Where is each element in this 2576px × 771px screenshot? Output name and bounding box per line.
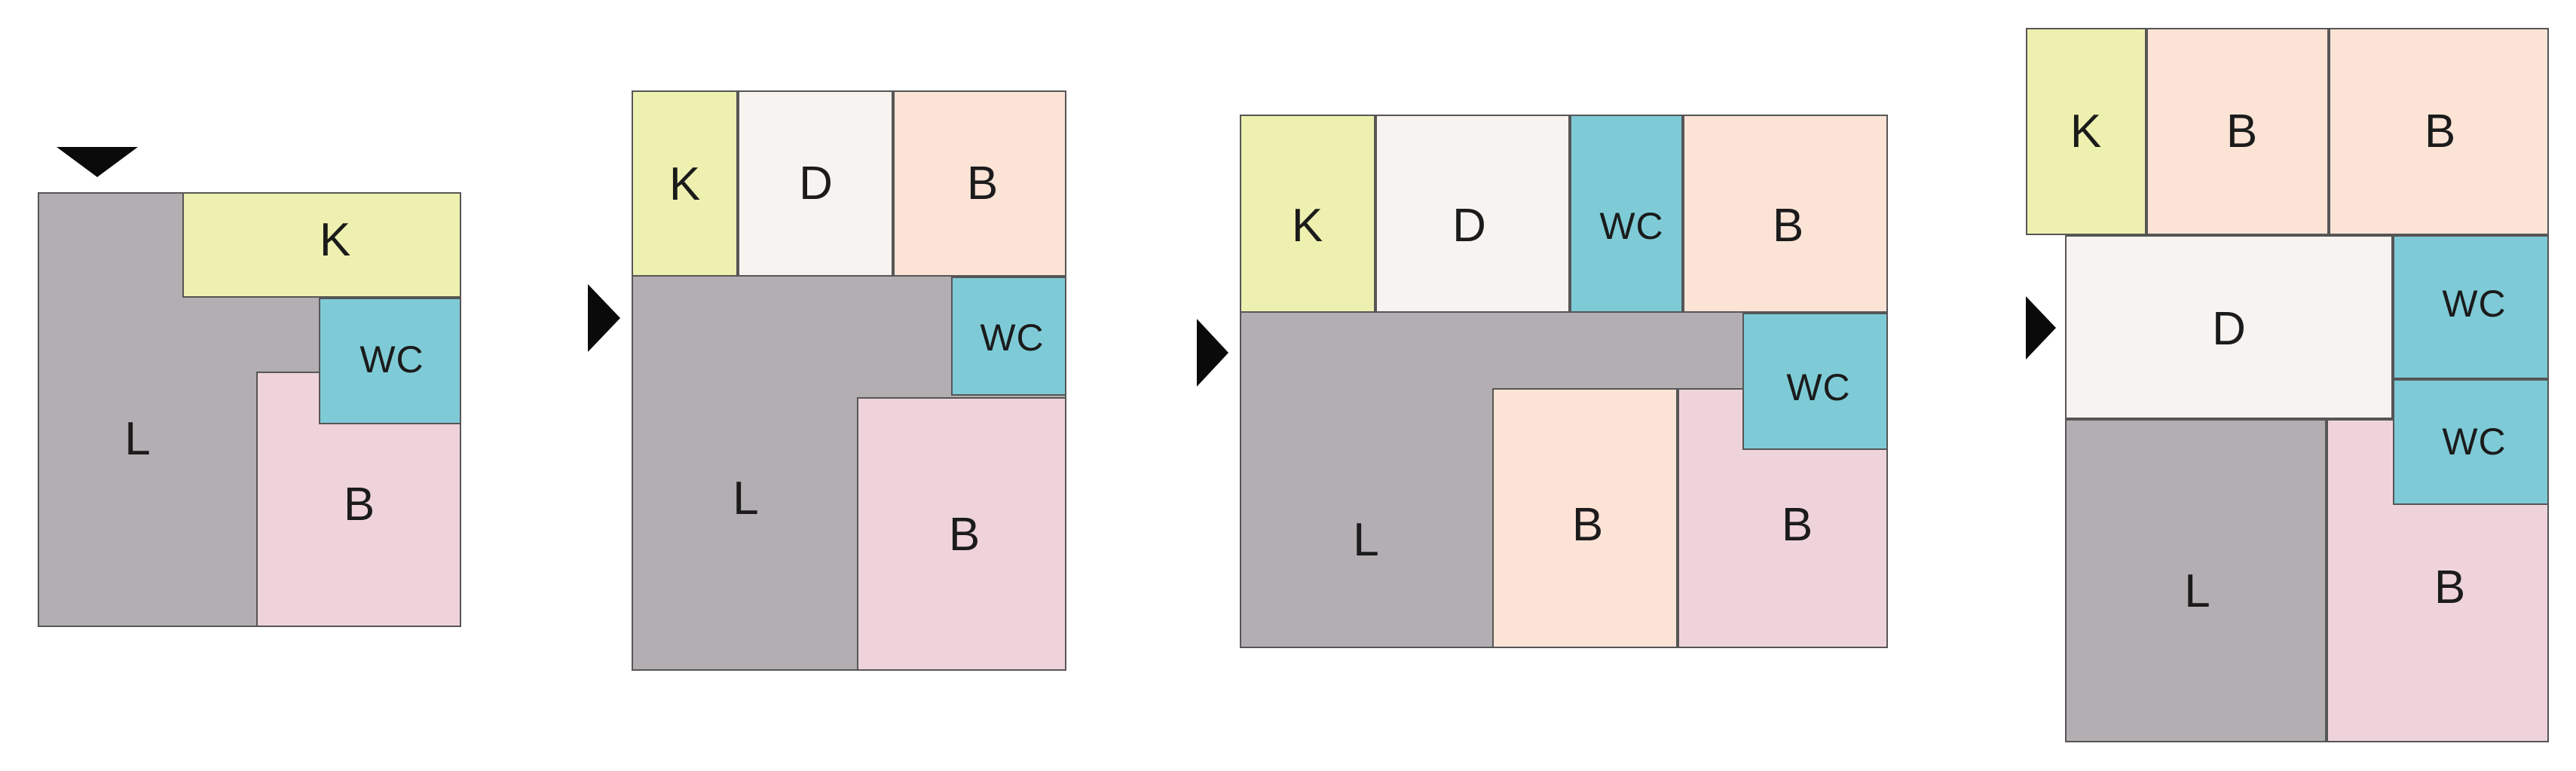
room-label: B <box>2424 106 2457 158</box>
room-label: K <box>1291 200 1324 252</box>
triangle-right-icon <box>1197 319 1228 387</box>
room-label: L <box>1353 514 1380 566</box>
room-label: B <box>966 158 999 210</box>
room-label: D <box>2212 303 2247 355</box>
room-wc <box>1570 115 1683 313</box>
room-label: WC <box>2442 283 2507 325</box>
room-dining <box>738 90 893 277</box>
room-label: D <box>799 158 834 210</box>
room-label: B <box>2434 561 2467 613</box>
room-label: L <box>124 413 151 465</box>
room-label: WC <box>980 317 1045 359</box>
room-bedroom <box>2146 28 2329 235</box>
triangle-right-icon <box>2026 296 2056 359</box>
floor-plan-3: L B B WC K D WC B <box>1240 115 1888 648</box>
room-label: K <box>319 214 352 266</box>
room-label: B <box>948 509 981 561</box>
room-label: B <box>1571 499 1605 551</box>
floor-plan-1: L B WC K <box>38 192 461 627</box>
room-bedroom <box>1683 115 1888 313</box>
room-bedroom <box>1492 388 1678 648</box>
room-bedroom <box>893 90 1066 277</box>
room-kitchen <box>182 192 461 298</box>
room-label: B <box>1781 499 1814 551</box>
triangle-down-icon <box>57 147 138 177</box>
room-label: WC <box>1786 366 1851 408</box>
room-label: WC <box>359 338 424 381</box>
room-kitchen <box>1240 115 1375 313</box>
room-label: L <box>733 473 760 525</box>
triangle-right-icon <box>588 284 620 352</box>
room-bedroom <box>2329 28 2549 235</box>
room-dining <box>1375 115 1570 313</box>
room-wc <box>1742 313 1888 450</box>
room-label: B <box>1772 200 1805 252</box>
room-label: WC <box>1599 205 1664 247</box>
room-wc <box>319 298 461 424</box>
room-wc <box>951 277 1066 396</box>
room-label: D <box>1452 200 1487 252</box>
room-label: K <box>2070 106 2103 158</box>
room-label: L <box>2184 565 2211 617</box>
room-kitchen <box>632 90 738 277</box>
room-label: B <box>2226 106 2259 158</box>
room-living <box>2065 419 2327 742</box>
room-wc <box>2393 235 2549 379</box>
room-label: WC <box>2442 421 2507 463</box>
room-label: K <box>668 158 702 210</box>
room-kitchen <box>2026 28 2146 235</box>
room-wc <box>2393 379 2549 505</box>
room-bedroom <box>857 397 1066 671</box>
floor-plan-4: K B B D WC L B WC <box>2026 28 2549 742</box>
room-label: B <box>343 479 376 531</box>
room-dining <box>2065 235 2393 419</box>
floor-plan-2: L B WC K D B <box>632 90 1066 671</box>
